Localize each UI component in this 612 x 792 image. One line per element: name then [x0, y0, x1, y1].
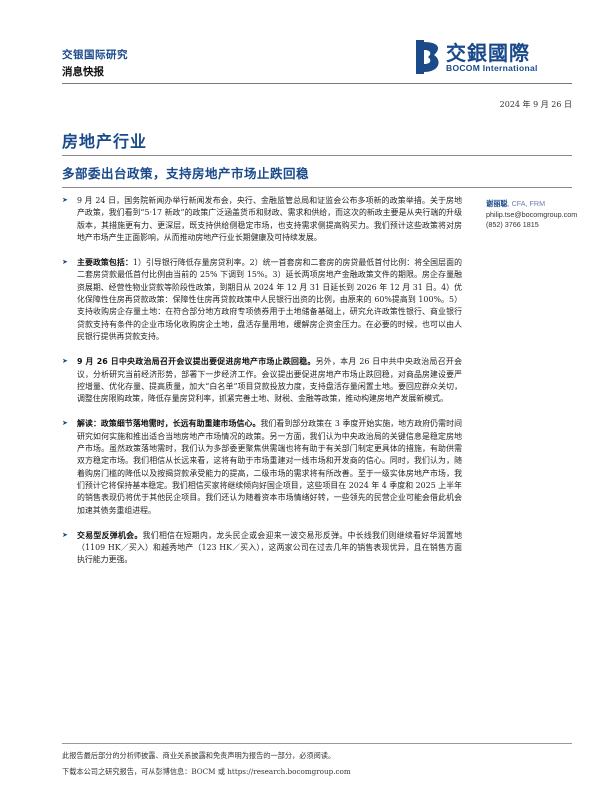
- paragraph: ➤ 9 月 26 日中央政治局召开会议提出要促进房地产市场止跌回稳。另外，本月 …: [62, 356, 462, 405]
- paragraph-lead: 解读：政策细节落地需时，长远有助重建市场信心。: [77, 419, 261, 429]
- report-headline: 多部委出台政策，支持房地产市场止跌回稳: [62, 166, 310, 181]
- paragraph-text: 我们看到部分政策在 3 季度开始实施，地方政府仍需时间研究如何实施和推出适合当地…: [77, 419, 462, 515]
- disclaimer-note: 此报告最后部分的分析师披露、商业关系披露和免责声明为报告的一部分，必须阅读。: [62, 751, 336, 760]
- paragraph: ➤ 9 月 24 日，国务院新闻办举行新闻发布会，央行、金融监管总局和证监会公布…: [62, 195, 462, 244]
- report-date: 2024 年 9 月 26 日: [499, 100, 572, 109]
- paragraph-lead: 主要政策包括：: [77, 258, 133, 268]
- brand-name: 交银国际研究: [62, 49, 128, 61]
- download-note[interactable]: 下载本公司之研究报告，可从彭博信息：BOCM 或 https://researc…: [62, 767, 351, 776]
- analyst-name-line: 谢丽聪, CFA, FRM: [486, 199, 596, 210]
- headline-divider: [62, 187, 572, 188]
- analyst-email[interactable]: philip.tse@bocomgroup.com: [486, 209, 578, 219]
- paragraph: ➤ 解读：政策细节落地需时，长远有助重建市场信心。我们看到部分政策在 3 季度开…: [62, 418, 462, 516]
- footer-divider: [62, 743, 572, 744]
- bocom-logo-icon: [416, 40, 439, 74]
- logo-english-name: BOCOM International: [446, 63, 538, 73]
- analyst-credentials: , CFA, FRM: [507, 199, 546, 208]
- analyst-phone: (852) 3766 1815: [486, 220, 539, 229]
- paragraph-text: 1）引导银行降低存量房贷利率。2）统一首套房和二套房的房贷最低首付比例：将全国层…: [77, 258, 462, 341]
- report-body: ➤ 9 月 24 日，国务院新闻办举行新闻发布会，央行、金融监管总局和证监会公布…: [62, 195, 462, 580]
- logo-chinese-name: 交銀國際: [446, 41, 530, 65]
- chevron-right-icon: ➤: [62, 530, 68, 539]
- paragraph-text: 9 月 24 日，国务院新闻办举行新闻发布会，央行、金融监管总局和证监会公布多项…: [77, 196, 462, 242]
- report-kind: 消息快报: [62, 66, 104, 78]
- analyst-name: 谢丽聪: [486, 199, 508, 208]
- paragraph-lead: 9 月 26 日中央政治局召开会议提出要促进房地产市场止跌回稳。: [77, 357, 316, 367]
- chevron-right-icon: ➤: [62, 196, 68, 204]
- paragraph-text: 另外，本月 26 日中共中央政治局召开会议，分析研究当前经济形势，部署下一步经济…: [77, 357, 462, 404]
- sector-divider: [62, 155, 572, 156]
- paragraph-lead: 交易型反弹机会。: [77, 530, 143, 540]
- paragraph: ➤ 交易型反弹机会。我们相信在短期内，龙头民企或会迎来一波交易形反弹。中长线我们…: [62, 530, 462, 567]
- paragraph-text: 我们相信在短期内，龙头民企或会迎来一波交易形反弹。中长线我们则继续看好华润置地（…: [77, 530, 462, 565]
- sector-title: 房地产行业: [62, 132, 148, 151]
- chevron-right-icon: ➤: [62, 357, 68, 366]
- paragraph: ➤ 主要政策包括：1）引导银行降低存量房贷利率。2）统一首套房和二套房的房贷最低…: [62, 257, 462, 343]
- chevron-right-icon: ➤: [62, 258, 68, 267]
- header-divider: [62, 83, 572, 84]
- chevron-right-icon: ➤: [62, 419, 68, 428]
- analyst-info: 谢丽聪, CFA, FRM philip.tse@bocomgroup.com …: [486, 199, 596, 231]
